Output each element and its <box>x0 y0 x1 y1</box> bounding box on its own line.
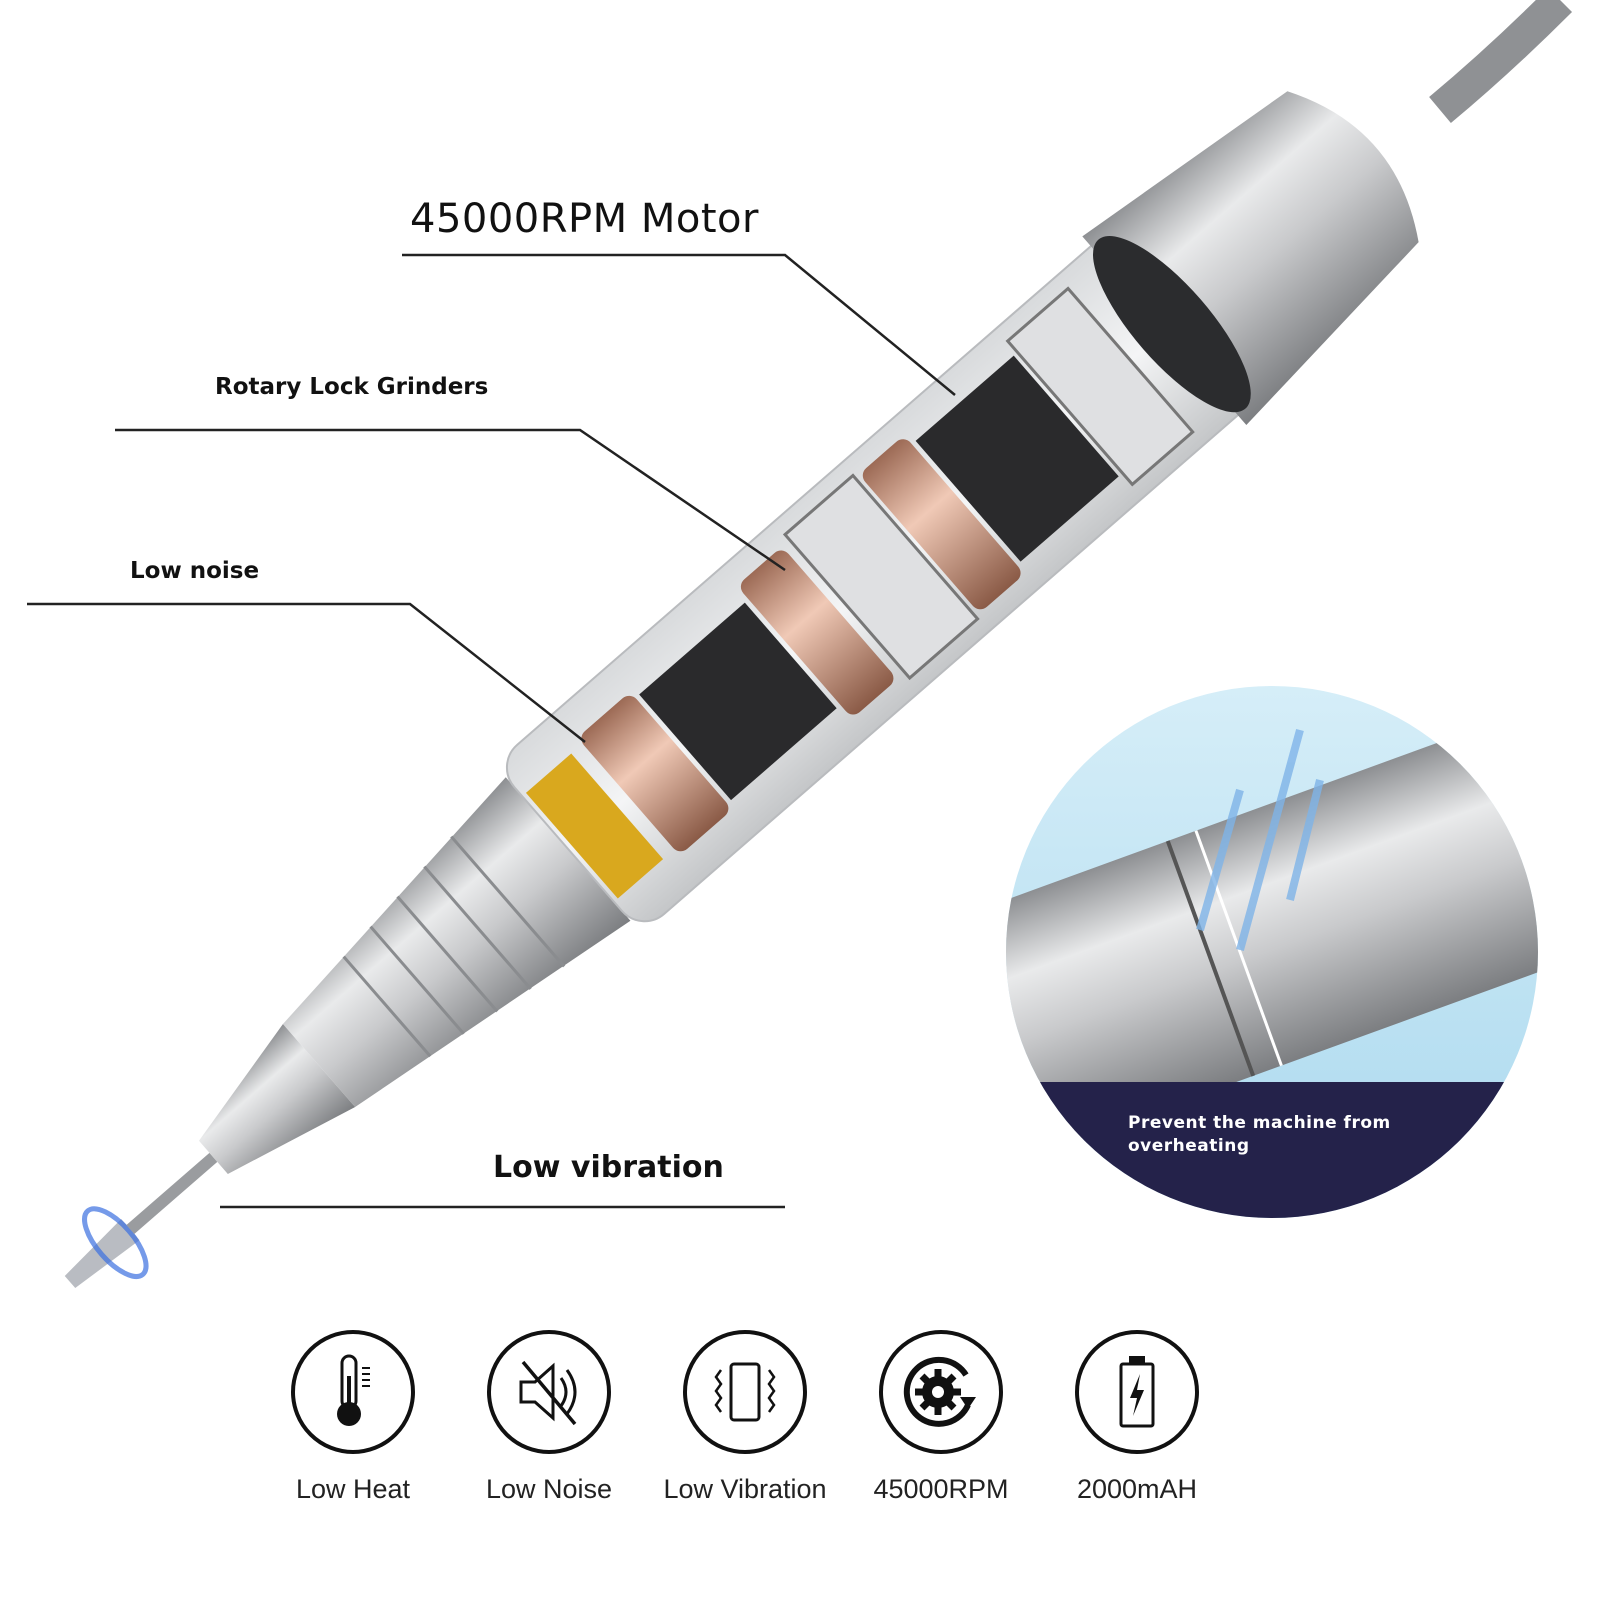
feature-low-vibration: Low Vibration <box>650 1330 840 1505</box>
feature-battery: 2000mAH <box>1042 1330 1232 1505</box>
feature-label: Low Noise <box>485 1474 613 1504</box>
callout-low-noise: Low noise <box>130 558 260 584</box>
overheating-inset <box>1006 686 1538 1218</box>
cable <box>1429 0 1573 124</box>
feature-label: Low Heat <box>295 1474 411 1504</box>
airflow-arrows-icon <box>1196 728 1324 952</box>
callout-rotary-lock-grinders: Rotary Lock Grinders <box>215 374 489 400</box>
callout-motor: 45000RPM Motor <box>410 196 759 242</box>
feature-label: 45000RPM <box>873 1474 1009 1504</box>
gear-rotate-icon <box>879 1330 1003 1454</box>
feature-label: Low Vibration <box>663 1474 827 1504</box>
battery-icon <box>1075 1330 1199 1454</box>
feature-rpm: 45000RPM <box>846 1330 1036 1505</box>
callout-low-vibration: Low vibration <box>493 1150 724 1185</box>
feature-label: 2000mAH <box>1076 1474 1198 1504</box>
muted-speaker-icon <box>487 1330 611 1454</box>
spin-effect <box>82 1206 149 1279</box>
vibration-icon <box>683 1330 807 1454</box>
feature-low-heat: Low Heat <box>258 1330 448 1505</box>
nail-drill-handpiece <box>64 91 1419 1289</box>
callout-lines <box>27 253 956 1209</box>
inset-caption: Prevent the machine from overheating <box>1128 1113 1391 1156</box>
thermometer-icon <box>291 1330 415 1454</box>
feature-low-noise: Low Noise <box>454 1330 644 1505</box>
